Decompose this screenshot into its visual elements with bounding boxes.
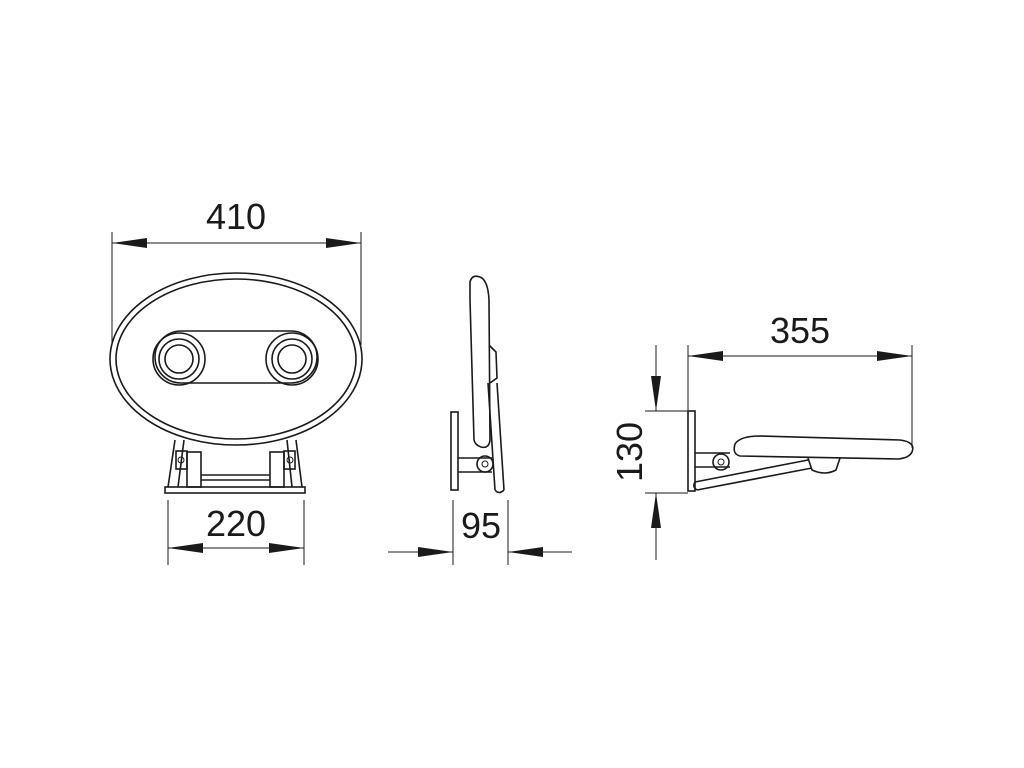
folded-seat xyxy=(733,435,914,460)
dimension-label-folded-length: 355 xyxy=(770,310,830,351)
folded-wall-plate xyxy=(687,410,696,492)
dimension-folded-height: 130 xyxy=(609,345,688,560)
front-bracket xyxy=(164,439,306,494)
dimension-label-front-base-width: 220 xyxy=(206,503,266,544)
dimension-front-width: 410 xyxy=(111,196,362,345)
folded-view: 355 130 xyxy=(609,310,914,560)
front-view: 410 xyxy=(109,196,363,565)
handle-band xyxy=(154,330,318,384)
seat-oval xyxy=(109,272,363,446)
right-grip-icon xyxy=(265,332,319,386)
dimension-folded-length: 355 xyxy=(687,310,913,448)
seat-profile xyxy=(469,275,491,449)
wall-plate xyxy=(450,411,459,491)
dimension-side-depth: 95 xyxy=(388,500,572,565)
dimension-label-front-width: 410 xyxy=(206,196,266,237)
dimension-label-side-depth: 95 xyxy=(461,505,501,546)
side-view: 95 xyxy=(388,275,572,565)
dimension-front-base-width: 220 xyxy=(167,500,305,565)
left-grip-icon xyxy=(152,332,206,386)
dimension-label-folded-height: 130 xyxy=(609,422,650,482)
